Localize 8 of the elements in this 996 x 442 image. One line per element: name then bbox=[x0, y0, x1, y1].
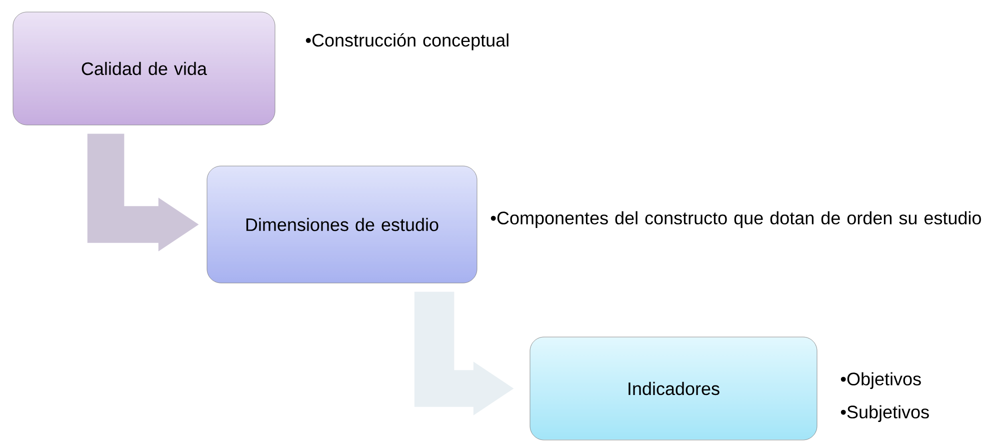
bullet-text: •Construcción conceptual bbox=[306, 33, 508, 50]
bullet-text: •Objetivos bbox=[840, 372, 921, 389]
process-box: Indicadores bbox=[530, 336, 818, 440]
bent-arrow bbox=[86, 132, 201, 254]
bullet-text: •Componentes del constructo que dotan de orden su estudio bbox=[490, 211, 981, 228]
bullet-text: •Subjetivos bbox=[840, 405, 929, 422]
process-box: Dimensiones de estudio bbox=[206, 166, 478, 284]
process-box: Calidad de vida bbox=[12, 12, 276, 126]
